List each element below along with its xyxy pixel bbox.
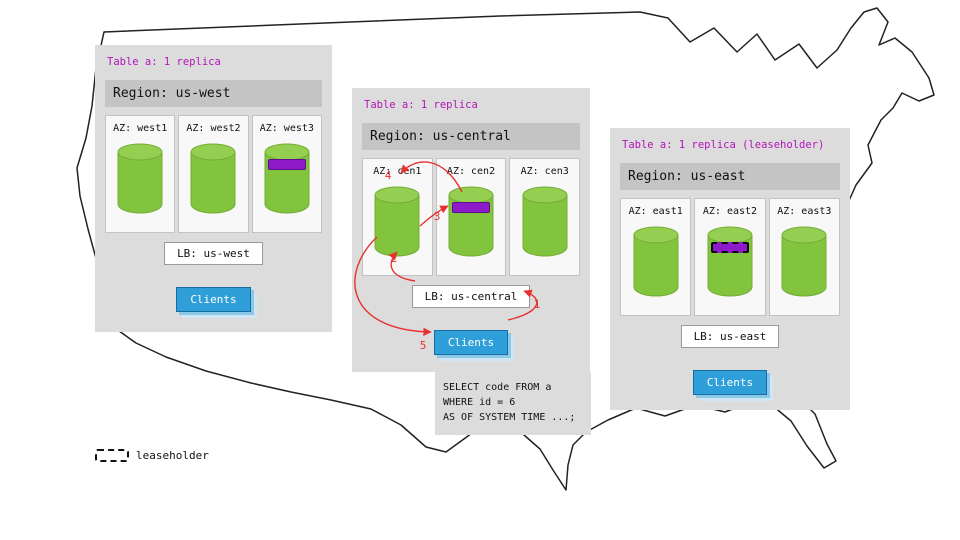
- region-panel-us-central: Table a: 1 replica Region: us-central AZ…: [352, 88, 590, 372]
- region-header-us-west: Region: us-west: [105, 80, 322, 107]
- az-label: AZ: east2: [702, 206, 758, 217]
- database-cylinder-icon: [448, 186, 494, 257]
- sql-line: AS OF SYSTEM TIME ...;: [443, 412, 576, 423]
- replica-band: [452, 202, 490, 213]
- az-box-east1: AZ: east1: [620, 198, 692, 316]
- database-cylinder: [374, 186, 420, 258]
- az-label: AZ: east1: [628, 206, 683, 217]
- sql-query-box: SELECT code FROM a WHERE id = 6 AS OF SY…: [435, 372, 591, 435]
- database-cylinder: [781, 226, 827, 298]
- database-cylinder-icon: [264, 143, 310, 214]
- az-label: AZ: cen3: [520, 166, 569, 177]
- az-box-cen1: AZ: cen1: [362, 158, 433, 276]
- az-box-east3: AZ: east3: [768, 198, 840, 316]
- load-balancer-us-central: LB: us-central: [411, 285, 531, 308]
- az-box-cen3: AZ: cen3: [509, 158, 581, 276]
- clients-box-us-central: Clients: [433, 330, 509, 355]
- clients-box-us-east: Clients: [692, 370, 768, 395]
- region-header-us-east: Region: us-east: [620, 163, 840, 190]
- database-cylinder: [448, 186, 494, 258]
- replica-band: [267, 159, 306, 170]
- az-label: AZ: west3: [259, 123, 314, 134]
- table-replica-label: Table a: 1 replica: [364, 99, 478, 111]
- legend: leaseholder: [95, 449, 209, 462]
- az-label: AZ: west1: [113, 123, 168, 134]
- az-label: AZ: cen2: [446, 166, 496, 177]
- load-balancer-us-west: LB: us-west: [164, 242, 263, 265]
- az-label: AZ: cen1: [373, 166, 422, 177]
- database-cylinder-icon: [522, 186, 568, 257]
- database-cylinder: [522, 186, 568, 258]
- database-cylinder-icon: [633, 226, 679, 297]
- az-box-west1: AZ: west1: [105, 115, 176, 233]
- database-cylinder: [707, 226, 753, 298]
- database-cylinder-icon: [781, 226, 827, 297]
- az-box-west3: AZ: west3: [251, 115, 322, 233]
- region-panel-us-west: Table a: 1 replica Region: us-west AZ: w…: [95, 45, 332, 332]
- az-label: AZ: east3: [777, 206, 832, 217]
- legend-label: leaseholder: [136, 449, 209, 462]
- database-cylinder-icon: [117, 143, 163, 214]
- sql-line: SELECT code FROM a: [443, 382, 552, 393]
- leaseholder-band: [710, 242, 749, 253]
- az-row: AZ: cen1 AZ: cen2: [362, 158, 581, 276]
- database-cylinder-icon: [190, 143, 236, 214]
- sql-line: WHERE id = 6: [443, 397, 516, 408]
- leaseholder-swatch-icon: [95, 449, 129, 462]
- database-cylinder: [117, 143, 163, 215]
- az-label: AZ: west2: [186, 123, 241, 134]
- load-balancer-us-east: LB: us-east: [680, 325, 780, 348]
- az-row: AZ: west1 AZ: west2 AZ:: [105, 115, 322, 233]
- region-header-us-central: Region: us-central: [362, 123, 580, 150]
- az-box-west2: AZ: west2: [178, 115, 249, 233]
- database-cylinder: [633, 226, 679, 298]
- az-row: AZ: east1 AZ: east2: [620, 198, 840, 316]
- az-box-east2: AZ: east2: [694, 198, 766, 316]
- database-cylinder-icon: [707, 226, 753, 297]
- database-cylinder: [190, 143, 236, 215]
- database-cylinder-icon: [374, 186, 420, 257]
- clients-box-us-west: Clients: [176, 287, 251, 312]
- table-replica-label: Table a: 1 replica: [107, 56, 221, 68]
- az-box-cen2: AZ: cen2: [435, 158, 507, 276]
- database-cylinder: [264, 143, 310, 215]
- table-replica-label: Table a: 1 replica (leaseholder): [622, 139, 825, 151]
- region-panel-us-east: Table a: 1 replica (leaseholder) Region:…: [610, 128, 850, 410]
